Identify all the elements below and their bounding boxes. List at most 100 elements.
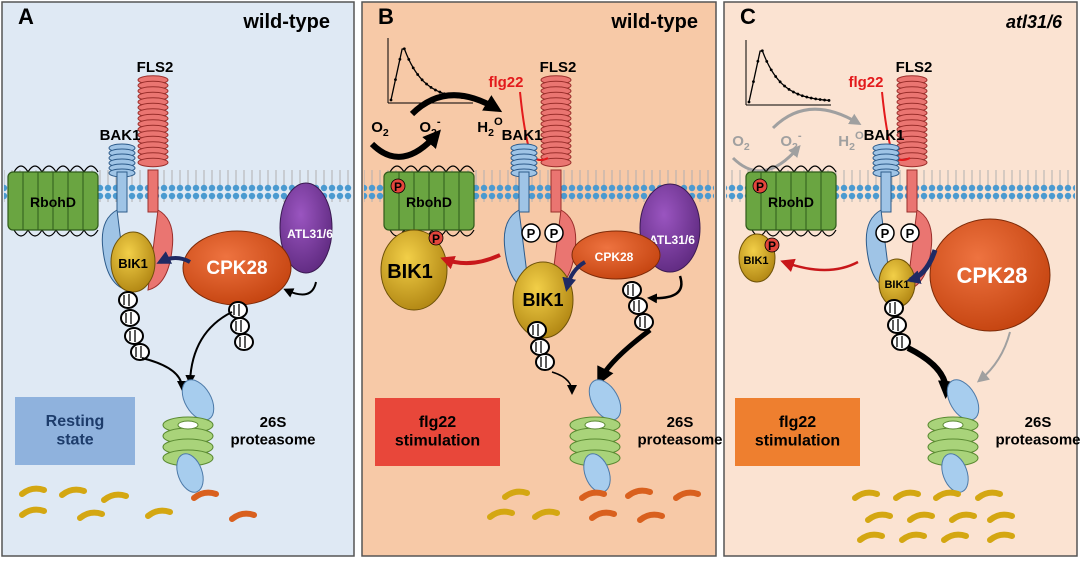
phospho-label: P bbox=[550, 226, 559, 241]
panel-b-letter: B bbox=[378, 4, 394, 29]
inset-point bbox=[747, 100, 751, 104]
ubiquitin bbox=[124, 327, 144, 345]
cpk28-label: CPK28 bbox=[595, 250, 634, 264]
phosphorylation-arrow bbox=[906, 249, 938, 284]
phospho-label: P bbox=[756, 180, 764, 194]
rbohd-loop bbox=[459, 229, 475, 237]
ubiquitin bbox=[622, 281, 642, 299]
ubiquitin bbox=[130, 343, 150, 361]
peptide-fragment bbox=[987, 511, 1015, 523]
rbohd-loop bbox=[445, 229, 461, 237]
cpk28-protein bbox=[929, 218, 1051, 332]
phospho-tag bbox=[544, 223, 564, 243]
rbohd-loop bbox=[821, 165, 837, 173]
proteasome-pore bbox=[584, 420, 606, 430]
ubiquitin bbox=[887, 316, 907, 334]
inset-point bbox=[827, 99, 831, 102]
degradation-arrow bbox=[551, 371, 577, 395]
phospho-tag bbox=[875, 223, 895, 243]
panel-b-genotype: wild-type bbox=[610, 11, 698, 33]
ros-arrow bbox=[369, 129, 441, 160]
bik1-protein bbox=[110, 231, 156, 293]
phospho-tag bbox=[428, 230, 444, 246]
peptide-fragment bbox=[933, 489, 961, 501]
state-box bbox=[375, 398, 500, 466]
inset-point bbox=[389, 98, 393, 102]
rbohd-loop bbox=[27, 165, 43, 173]
rbohd-loop bbox=[13, 229, 29, 237]
inset-point bbox=[783, 84, 786, 88]
inset-point bbox=[416, 73, 420, 76]
phospho-label: P bbox=[432, 232, 440, 246]
peptide-fragment bbox=[19, 485, 47, 497]
rbohd-loop bbox=[779, 165, 795, 173]
phospho-tag bbox=[900, 223, 920, 243]
phospho-tag bbox=[390, 178, 406, 194]
phospho-label: P bbox=[527, 226, 536, 241]
bak1-label: BAK1 bbox=[502, 127, 543, 144]
ros-arrow bbox=[771, 107, 862, 130]
inset-point bbox=[398, 57, 402, 61]
rbohd-loop bbox=[793, 229, 809, 237]
inset-point bbox=[809, 96, 813, 100]
rbohd-loop bbox=[27, 229, 43, 237]
rbohd-loop bbox=[793, 165, 809, 173]
inset-point bbox=[792, 90, 795, 94]
ubiquitin bbox=[884, 299, 904, 317]
inset-point bbox=[765, 59, 769, 63]
peptide-fragment bbox=[987, 531, 1015, 543]
peptide-fragment bbox=[101, 491, 129, 503]
atl31-label: ATL31/6 bbox=[649, 233, 695, 247]
ubiquitin bbox=[234, 333, 254, 351]
bak1-tm bbox=[880, 171, 892, 213]
degradation-arrow bbox=[597, 328, 652, 386]
fls2-label: FLS2 bbox=[896, 59, 933, 76]
peptide-fragment bbox=[579, 489, 607, 501]
peptide-fragment bbox=[899, 531, 927, 543]
panel-c-genotype: atl31/6 bbox=[1006, 12, 1063, 32]
ubiquitin bbox=[628, 297, 648, 315]
peptide-fragment bbox=[949, 511, 977, 523]
ros-burst-inset bbox=[745, 40, 831, 106]
inset-point bbox=[778, 80, 782, 84]
degradation-arrow-weak bbox=[976, 331, 1011, 383]
fls2-tm bbox=[550, 169, 562, 213]
bik1-label-complex: BIK1 bbox=[884, 279, 909, 291]
peptide-fragment bbox=[77, 509, 105, 521]
peptide-fragment bbox=[191, 489, 219, 501]
peptide-fragment bbox=[865, 511, 893, 523]
rbohd-loop bbox=[751, 165, 767, 173]
bik1-release-arrow bbox=[440, 253, 501, 270]
peptide-fragment bbox=[907, 511, 935, 523]
ubiquitin bbox=[634, 313, 654, 331]
peptide-fragment bbox=[857, 531, 885, 543]
phospho-tag bbox=[752, 178, 768, 194]
inset-point bbox=[756, 59, 760, 63]
peptide-fragment bbox=[975, 489, 1003, 501]
rbohd-loop bbox=[431, 165, 447, 173]
rbohd-label: RbohD bbox=[406, 194, 452, 210]
cpk28-label: CPK28 bbox=[206, 258, 267, 279]
inset-point bbox=[434, 88, 437, 92]
inset-point bbox=[752, 80, 755, 84]
bak1-receptor: BAK1 bbox=[100, 127, 140, 291]
phospho-tag bbox=[764, 237, 780, 253]
rbohd-loop bbox=[69, 165, 85, 173]
rbohd-loop bbox=[765, 165, 781, 173]
bak1-label: BAK1 bbox=[864, 127, 905, 144]
ubiquitin bbox=[118, 291, 138, 309]
ubiquitin bbox=[527, 321, 547, 339]
ros-o2: O2 bbox=[371, 119, 389, 139]
phospho-label: P bbox=[906, 226, 915, 241]
inset-point bbox=[787, 87, 791, 91]
